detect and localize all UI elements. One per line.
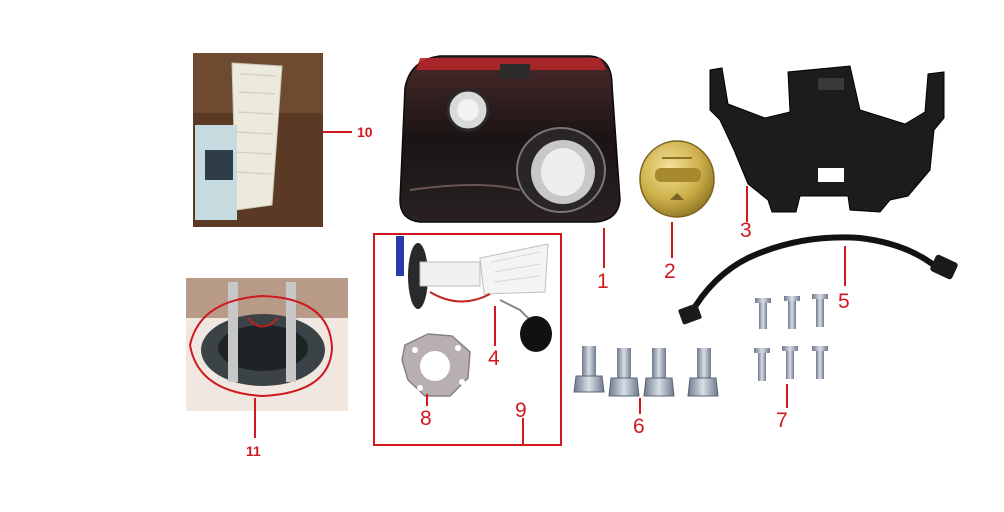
flange-bolt <box>643 348 675 397</box>
callout-3: 3 <box>740 219 752 242</box>
screw <box>812 346 828 379</box>
callout-8: 8 <box>420 407 432 430</box>
callout-5: 5 <box>838 290 850 313</box>
callout-7: 7 <box>776 409 788 432</box>
screw <box>782 346 798 379</box>
screw <box>784 296 800 329</box>
callout-6: 6 <box>633 415 645 438</box>
screw <box>812 294 828 327</box>
fuel-cap-image <box>639 140 715 218</box>
flange-bolt <box>608 348 640 397</box>
fuel-pump-kit-frame <box>373 233 562 446</box>
callout-9: 9 <box>515 399 527 422</box>
pump-gasket-image <box>401 333 471 397</box>
screw <box>755 298 771 329</box>
callout-11: 11 <box>246 443 261 459</box>
flange-bolt <box>687 348 719 397</box>
callout-2: 2 <box>664 260 676 283</box>
callout-1: 1 <box>597 270 609 293</box>
callout-10: 10 <box>357 124 373 140</box>
flange-bolt <box>573 346 605 393</box>
fuel-pump-filter-photo <box>193 53 323 227</box>
flange-bolts-image <box>573 346 719 397</box>
fuel-tank-image <box>399 55 621 223</box>
leader-lines <box>254 131 846 444</box>
fuel-pump-seal-photo <box>186 278 348 411</box>
fuel-pump-image <box>396 236 552 352</box>
screws-image <box>754 294 828 381</box>
tank-bracket-image <box>709 65 945 213</box>
callout-4: 4 <box>488 347 500 370</box>
fuel-hose-image <box>678 234 958 325</box>
screw <box>754 348 770 381</box>
